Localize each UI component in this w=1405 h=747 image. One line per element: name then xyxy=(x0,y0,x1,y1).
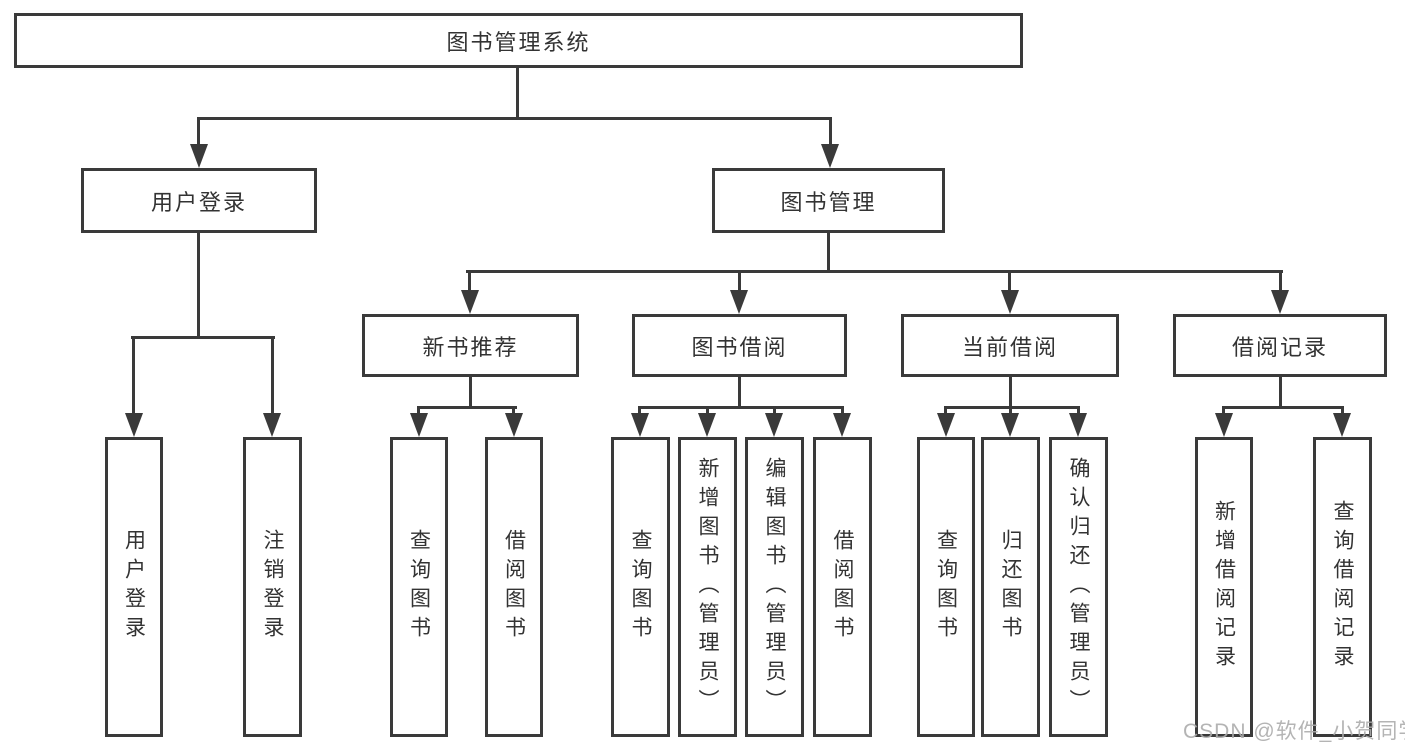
arrowhead-user-login xyxy=(190,144,208,168)
connector-current-borrow-branch xyxy=(944,406,1080,409)
connector-drop-br-query xyxy=(1341,406,1344,416)
arrowhead-bb-edit xyxy=(765,413,783,437)
node-bb-add-books: 新增图书（管理员） xyxy=(678,437,737,737)
node-logout-leaf: 注销登录 xyxy=(243,437,302,737)
node-nbr-borrow-books-label: 借阅图书 xyxy=(502,529,526,645)
node-current-borrow-label: 当前借阅 xyxy=(961,334,1058,360)
connector-drop-book-borrow xyxy=(738,270,741,292)
connector-drop-nbr-borrow xyxy=(512,406,515,416)
node-book-borrow-label: 图书借阅 xyxy=(691,334,788,360)
node-cb-query-books-label: 查询图书 xyxy=(934,529,958,645)
connector-drop-book-mgmt xyxy=(829,117,832,145)
node-nbr-borrow-books: 借阅图书 xyxy=(485,437,543,737)
arrowhead-cb-confirm xyxy=(1069,413,1087,437)
node-logout-leaf-label: 注销登录 xyxy=(261,529,284,645)
connector-drop-cb-query xyxy=(944,406,947,416)
node-book-mgmt-label: 图书管理 xyxy=(780,189,877,215)
connector-borrow-records-riser xyxy=(1279,377,1282,408)
connector-level1-branch xyxy=(197,117,832,120)
node-root-label: 图书管理系统 xyxy=(446,29,591,55)
node-book-borrow: 图书借阅 xyxy=(632,314,847,377)
node-user-login-leaf: 用户登录 xyxy=(105,437,163,737)
connector-drop-cb-confirm xyxy=(1077,406,1080,416)
node-user-login: 用户登录 xyxy=(81,168,317,233)
csdn-watermark: CSDN @软件_小贺同学 xyxy=(1183,720,1405,743)
connector-drop-bb-edit xyxy=(773,406,776,416)
connector-user-login-riser xyxy=(197,233,200,337)
node-nbr-query-books: 查询图书 xyxy=(390,437,448,737)
node-bb-query-books-label: 查询图书 xyxy=(629,529,652,645)
arrowhead-nbr-borrow xyxy=(505,413,523,437)
node-br-query-record-label: 查询借阅记录 xyxy=(1331,500,1354,674)
connector-drop-new-book-rec xyxy=(468,270,471,292)
connector-book-borrow-riser xyxy=(738,377,741,408)
node-new-book-rec: 新书推荐 xyxy=(362,314,579,377)
connector-drop-logout-leaf xyxy=(271,336,274,414)
connector-borrow-records-branch xyxy=(1222,406,1344,409)
arrowhead-borrow-records xyxy=(1271,290,1289,314)
node-cb-return-books: 归还图书 xyxy=(981,437,1040,737)
connector-new-book-rec-branch xyxy=(417,406,517,409)
arrowhead-current-borrow xyxy=(1001,290,1019,314)
connector-book-mgmt-riser xyxy=(827,233,830,272)
arrowhead-book-borrow xyxy=(730,290,748,314)
node-cb-query-books: 查询图书 xyxy=(917,437,975,737)
arrowhead-user-login-leaf xyxy=(125,413,143,437)
connector-book-mgmt-branch xyxy=(466,270,1283,273)
node-bb-edit-books: 编辑图书（管理员） xyxy=(745,437,804,737)
node-bb-borrow-books: 借阅图书 xyxy=(813,437,872,737)
node-cb-return-books-label: 归还图书 xyxy=(999,529,1022,645)
arrowhead-cb-return xyxy=(1001,413,1019,437)
connector-current-borrow-riser xyxy=(1009,377,1012,408)
arrowhead-br-add xyxy=(1215,413,1233,437)
arrowhead-br-query xyxy=(1333,413,1351,437)
connector-book-borrow-branch xyxy=(638,406,844,409)
connector-drop-bb-add xyxy=(706,406,709,416)
arrowhead-nbr-query xyxy=(410,413,428,437)
node-bb-borrow-books-label: 借阅图书 xyxy=(831,529,854,645)
node-bb-query-books: 查询图书 xyxy=(611,437,670,737)
node-cb-confirm-return: 确认归还（管理员） xyxy=(1049,437,1108,737)
node-borrow-records-label: 借阅记录 xyxy=(1231,334,1328,360)
node-nbr-query-books-label: 查询图书 xyxy=(407,529,431,645)
connector-drop-nbr-query xyxy=(417,406,420,416)
node-current-borrow: 当前借阅 xyxy=(901,314,1119,377)
connector-drop-user-login xyxy=(197,117,200,145)
node-user-login-label: 用户登录 xyxy=(150,189,247,215)
arrowhead-bb-borrow xyxy=(833,413,851,437)
connector-root-riser xyxy=(516,68,519,120)
arrowhead-logout-leaf xyxy=(263,413,281,437)
connector-drop-borrow-records xyxy=(1279,270,1282,292)
arrowhead-book-mgmt xyxy=(821,144,839,168)
node-user-login-leaf-label: 用户登录 xyxy=(122,529,146,645)
node-book-mgmt: 图书管理 xyxy=(712,168,945,233)
connector-drop-br-add xyxy=(1222,406,1225,416)
connector-drop-cb-return xyxy=(1009,406,1012,416)
arrowhead-cb-query xyxy=(937,413,955,437)
arrowhead-bb-add xyxy=(698,413,716,437)
node-bb-edit-books-label: 编辑图书（管理员） xyxy=(763,456,786,718)
connector-new-book-rec-riser xyxy=(469,377,472,408)
connector-drop-user-login-leaf xyxy=(132,336,135,414)
arrowhead-new-book-rec xyxy=(461,290,479,314)
connector-user-login-branch xyxy=(131,336,275,339)
connector-drop-bb-borrow xyxy=(841,406,844,416)
node-br-add-record: 新增借阅记录 xyxy=(1195,437,1253,737)
node-br-query-record: 查询借阅记录 xyxy=(1313,437,1372,737)
node-cb-confirm-return-label: 确认归还（管理员） xyxy=(1067,456,1090,718)
node-root: 图书管理系统 xyxy=(14,13,1023,68)
node-borrow-records: 借阅记录 xyxy=(1173,314,1387,377)
node-br-add-record-label: 新增借阅记录 xyxy=(1212,500,1236,674)
connector-drop-bb-query xyxy=(638,406,641,416)
arrowhead-bb-query xyxy=(631,413,649,437)
connector-drop-current-borrow xyxy=(1008,270,1011,292)
node-new-book-rec-label: 新书推荐 xyxy=(422,334,519,360)
node-bb-add-books-label: 新增图书（管理员） xyxy=(696,456,719,718)
